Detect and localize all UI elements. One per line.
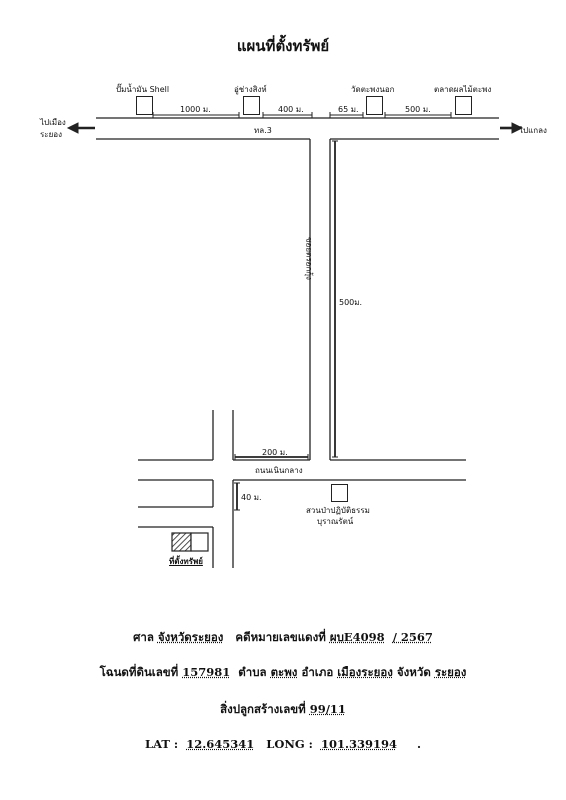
long-label: LONG : [266, 737, 313, 751]
end-mark: . [417, 737, 422, 751]
label-park: สวนป่าปฏิบัติธรรม [306, 506, 370, 515]
road-label-main: ทล.3 [254, 126, 272, 135]
distance-400: 400 ม. [278, 105, 304, 114]
footer-building-line: สิ่งปลูกสร้างเลขที่ 99/11 [0, 701, 566, 719]
province-label: จังหวัด [396, 665, 431, 679]
label-garage: อู่ช่างสิงห์ [234, 85, 267, 94]
deed-label: โฉนดที่ดินเลขที่ [99, 665, 179, 679]
garage-icon [243, 96, 260, 115]
case-value: ผบE4098 [329, 630, 385, 644]
amphoe-label: อำเภอ [301, 665, 334, 679]
label-temple: วัดตะพงนอก [351, 85, 395, 94]
park-icon [331, 484, 348, 502]
distance-soi: 500ม. [339, 298, 363, 307]
road-label-soi: ซอยตรอกกุ้ง [304, 237, 314, 280]
map-title: แผนที่ตั้งทรัพย์ [236, 37, 330, 55]
building-value: 99/11 [309, 702, 346, 716]
distance-500: 500 ม. [405, 105, 431, 114]
label-park-line2: บุราณรัตน์ [317, 517, 354, 526]
distance-40: 40 ม. [241, 493, 262, 502]
case-label: คดีหมายเลขแดงที่ [235, 630, 326, 644]
road-label-lower: ถนนเนินกลาง [255, 466, 303, 475]
distance-lower: 200 ม. [262, 448, 288, 457]
building-label: สิ่งปลูกสร้างเลขที่ [220, 702, 306, 716]
direction-right: ไปแกลง [519, 126, 547, 135]
tambon-label: ตำบล [238, 665, 267, 679]
lat-label: LAT : [144, 737, 179, 751]
long-value: 101.339194 [320, 737, 397, 751]
tambon-value: ตะพง [270, 665, 298, 679]
footer-deed-line: โฉนดที่ดินเลขที่ 157981 ตำบล ตะพง อำเภอ … [0, 664, 566, 682]
label-property: ที่ตั้งทรัพย์ [169, 557, 203, 566]
arrow-right-head-icon [511, 122, 524, 134]
province-value: ระยอง [434, 665, 467, 679]
label-shell: ปั๊มน้ำมัน Shell [116, 85, 170, 94]
property-marker-icon [171, 532, 209, 552]
deed-value: 157981 [182, 665, 231, 679]
court-value: จังหวัดระยอง [157, 630, 224, 644]
shell-station-icon [136, 96, 153, 115]
label-market: ตลาดผลไม้ตะพง [434, 85, 492, 94]
distance-65: 65 ม. [338, 105, 359, 114]
distance-1000: 1000 ม. [180, 105, 211, 114]
direction-left-line1: ไปเมือง [40, 118, 66, 127]
court-label: ศาล [133, 630, 154, 644]
temple-icon [366, 96, 383, 115]
footer-coordinates-line: LAT : 12.645341 LONG : 101.339194 . [0, 737, 566, 751]
lat-value: 12.645341 [186, 737, 255, 751]
amphoe-value: เมืองระยอง [337, 665, 393, 679]
market-icon [455, 96, 472, 115]
direction-left-line2: ระยอง [40, 130, 62, 139]
footer-court-line: ศาล จังหวัดระยอง คดีหมายเลขแดงที่ ผบE409… [0, 629, 566, 647]
case-year: / 2567 [392, 630, 433, 644]
arrow-left-head-icon [66, 122, 79, 134]
